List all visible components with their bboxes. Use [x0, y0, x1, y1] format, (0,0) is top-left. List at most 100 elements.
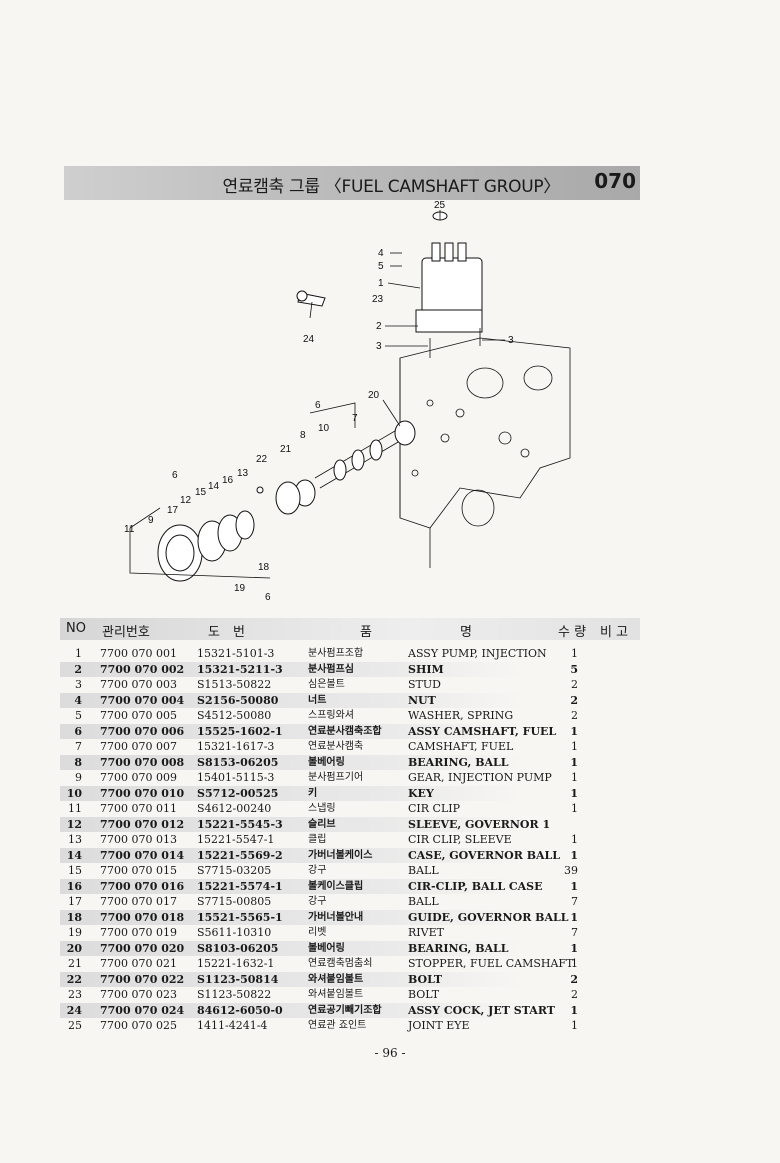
cell-kr: 연료공기빼기조합: [308, 1004, 382, 1016]
cell-drawing: S7715-03205: [197, 864, 272, 877]
cell-no: 25: [68, 1019, 82, 1032]
section-banner: 연료캠축 그룹 〈FUEL CAMSHAFT GROUP〉 070: [64, 166, 640, 200]
cell-mgmt: 7700 070 025: [100, 1019, 177, 1032]
cell-drawing: 15321-5211-3: [197, 662, 283, 676]
cell-qty: 1: [570, 910, 578, 924]
callout-16: 16: [222, 475, 234, 486]
cell-mgmt: 7700 070 022: [100, 972, 185, 986]
cell-mgmt: 7700 070 005: [100, 709, 177, 722]
col-drawing: 도 번: [208, 625, 245, 640]
cell-mgmt: 7700 070 013: [100, 833, 177, 846]
cell-no: 12: [66, 817, 82, 831]
callout-24: 24: [303, 334, 315, 345]
callout-15: 15: [195, 487, 207, 498]
cell-kr: 볼베어링: [308, 942, 345, 954]
cell-qty: 1: [571, 1019, 578, 1032]
callout-2: 2: [376, 321, 382, 332]
cell-qty: 1: [570, 755, 578, 769]
cell-no: 19: [68, 926, 82, 939]
cell-mgmt: 7700 070 012: [100, 817, 185, 831]
camshaft-drawing: [256, 420, 416, 515]
cell-mgmt: 7700 070 001: [100, 647, 177, 660]
callout-3-left: 3: [376, 341, 382, 352]
cell-mgmt: 7700 070 024: [100, 1003, 185, 1017]
cell-kr: 너트: [308, 694, 327, 706]
callout-5: 5: [378, 261, 384, 272]
cell-en: BALL: [408, 895, 439, 908]
cell-en: BOLT: [408, 988, 440, 1001]
cell-qty: 2: [571, 709, 578, 722]
cell-mgmt: 7700 070 007: [100, 740, 177, 753]
cell-qty: 39: [564, 864, 578, 877]
cell-drawing: 15221-5569-2: [197, 848, 283, 862]
section-title: 연료캠축 그룹 〈FUEL CAMSHAFT GROUP〉: [222, 177, 561, 197]
callout-6-left: 6: [172, 470, 178, 481]
cell-qty: 2: [571, 678, 578, 691]
cell-en: ASSY CAMSHAFT, FUEL: [408, 724, 557, 738]
cell-no: 3: [75, 678, 82, 691]
cell-kr: 키: [308, 787, 318, 799]
cell-en: CAMSHAFT, FUEL: [408, 740, 514, 753]
cell-qty: 7: [571, 926, 578, 939]
cell-kr: 가버너볼안내: [308, 911, 364, 923]
cell-no: 15: [68, 864, 82, 877]
cell-qty: 2: [570, 693, 578, 707]
cell-no: 9: [75, 771, 82, 784]
table-row: 12 7700 070 012 15221-5545-3 슬리브 SLEEVE, GOV…: [60, 816, 640, 832]
cell-en: ASSY COCK, JET START: [408, 1003, 555, 1017]
cell-en: BEARING, BALL: [408, 941, 509, 955]
cell-en: BEARING, BALL: [408, 755, 509, 769]
cell-en: CASE, GOVERNOR BALL: [408, 848, 561, 862]
cell-no: 21: [68, 957, 82, 970]
cell-mgmt: 7700 070 018: [100, 910, 185, 924]
cell-drawing: S8153-06205: [197, 755, 279, 769]
cell-en: WASHER, SPRING: [408, 709, 514, 722]
col-remark: 비 고: [600, 625, 629, 640]
callout-12: 12: [180, 495, 192, 506]
cell-drawing: 15401-5115-3: [197, 771, 275, 784]
cell-mgmt: 7700 070 016: [100, 879, 185, 893]
cell-no: 8: [74, 755, 82, 769]
cell-en: BALL: [408, 864, 439, 877]
cell-qty: 1: [571, 771, 578, 784]
cell-drawing: S1513-50822: [197, 678, 272, 691]
cell-qty: 2: [570, 972, 578, 986]
cell-mgmt: 7700 070 011: [100, 802, 177, 815]
engine-block-drawing: [399, 337, 571, 568]
callout-18: 18: [258, 562, 270, 573]
cell-drawing: 15221-5545-3: [197, 817, 283, 831]
cell-kr: 가버너볼케이스: [308, 849, 373, 861]
callout-20: 20: [368, 390, 380, 401]
cell-drawing: S5712-00525: [197, 786, 279, 800]
cell-qty: 1: [570, 941, 578, 955]
cell-kr: 클립: [308, 834, 327, 845]
gear-governor-drawing: [129, 402, 356, 582]
injection-pump-drawing: [415, 211, 483, 358]
callout-21: 21: [280, 444, 292, 455]
cell-mgmt: 7700 070 021: [100, 957, 177, 970]
cell-en: SLEEVE, GOVERNOR 1: [408, 817, 551, 831]
cell-drawing: S8103-06205: [197, 941, 279, 955]
cell-kr: 볼케이스클립: [308, 880, 364, 892]
cell-qty: 1: [570, 848, 578, 862]
cell-mgmt: 7700 070 015: [100, 864, 177, 877]
cell-kr: 슬리브: [308, 818, 336, 830]
callout-13: 13: [237, 468, 249, 479]
callout-9: 9: [148, 515, 154, 526]
cell-no: 24: [66, 1003, 82, 1017]
cell-drawing: 15525-1602-1: [197, 724, 283, 738]
cell-no: 18: [66, 910, 82, 924]
cell-en: ASSY PUMP, INJECTION: [408, 647, 547, 660]
exploded-parts-diagram: 25 4 5 1 23 24 2 3 3 6 20 10 7 8 21 22 1…: [124, 200, 571, 603]
jet-start-cock-drawing: [296, 290, 326, 307]
cell-drawing: 15521-5565-1: [197, 910, 283, 924]
